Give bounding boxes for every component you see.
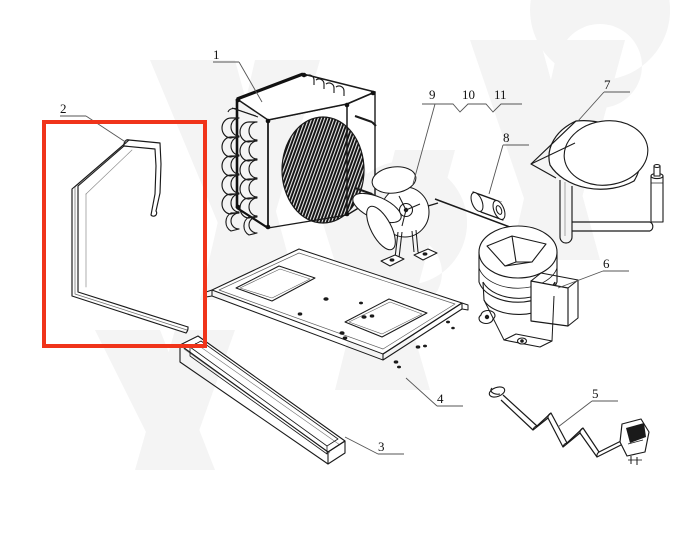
- callout-number-5: 5: [592, 386, 599, 401]
- callout-4-leader: [405, 377, 438, 407]
- callout-1-leader: [238, 61, 263, 103]
- part-7-evaporator-loop-coil[interactable]: [530, 115, 664, 244]
- part-5-evaporator-tube-zigzag[interactable]: [488, 385, 650, 465]
- part-9-10-11-fan-assembly[interactable]: [349, 164, 439, 267]
- callout-number-3: 3: [378, 439, 385, 454]
- part-3-drain-pan-tray[interactable]: [179, 335, 346, 465]
- callout-number-7: 7: [604, 77, 611, 92]
- part-2-capillary-tube-bent[interactable]: [71, 139, 189, 334]
- callout-number-9: 9: [429, 87, 436, 102]
- callout-leader-lines: [60, 61, 630, 455]
- callout-3-leader: [344, 436, 379, 455]
- callout-number-4: 4: [437, 391, 444, 406]
- panel-mounting-holes: [297, 297, 455, 369]
- callout-number-2: 2: [60, 101, 67, 116]
- part-6-compressor[interactable]: [478, 225, 579, 348]
- condenser-top-tubes: [305, 74, 345, 96]
- callout-8-leader: [488, 144, 504, 195]
- part-1-condenser-coil-assembly[interactable]: [221, 72, 377, 236]
- condenser-return-bends: [221, 117, 258, 236]
- condenser-rivets: [235, 72, 376, 230]
- callout-group-bracket-9-10-11: [422, 103, 522, 113]
- callout-number-10: 10: [462, 87, 475, 102]
- part-4-base-mounting-panel[interactable]: [205, 248, 469, 369]
- callout-number-11: 11: [494, 87, 507, 102]
- selected-part-highlight[interactable]: [42, 120, 207, 348]
- callout-9-leader: [412, 103, 436, 185]
- callout-number-1: 1: [213, 47, 220, 62]
- callout-5-leader: [557, 400, 593, 428]
- callout-number-6: 6: [603, 256, 610, 271]
- callout-6-leader: [557, 270, 604, 289]
- callout-number-8: 8: [503, 130, 510, 145]
- callout-7-leader: [577, 91, 605, 122]
- condenser-fin-texture: [282, 117, 364, 223]
